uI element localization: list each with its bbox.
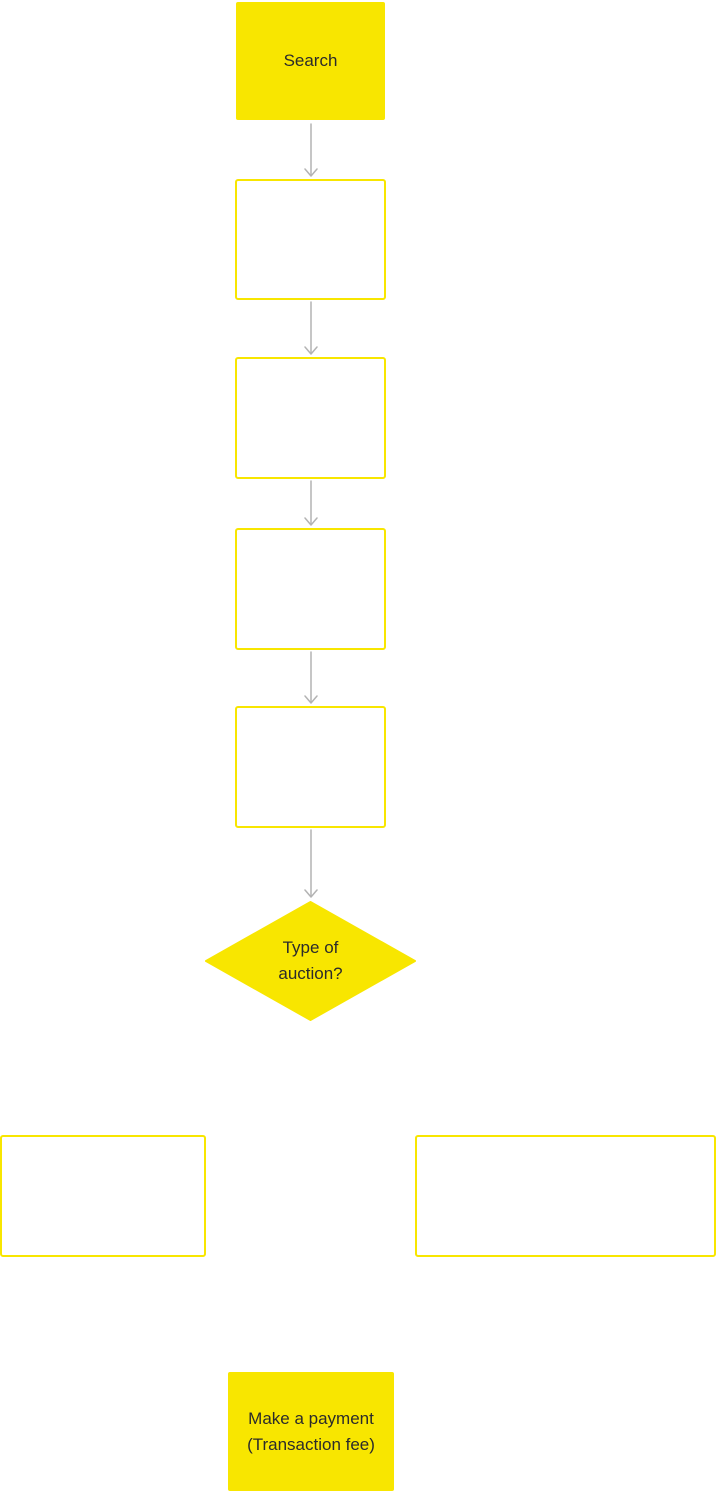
process-step-1[interactable] bbox=[235, 179, 386, 300]
arrow-step-2-to-step-3 bbox=[304, 480, 318, 526]
arrow-step-3-to-step-4 bbox=[304, 651, 318, 704]
process-step-2[interactable] bbox=[235, 357, 386, 479]
arrow-step-1-to-step-2 bbox=[304, 301, 318, 355]
start-node-search[interactable]: Search bbox=[236, 2, 385, 120]
process-step-4[interactable] bbox=[235, 706, 386, 828]
decision-label: Type of auction? bbox=[278, 938, 343, 983]
start-node-label: Search bbox=[283, 51, 338, 70]
branch-right-box[interactable] bbox=[415, 1135, 716, 1257]
arrow-step-4-to-decision bbox=[304, 829, 318, 898]
end-node-make-payment[interactable]: Make a payment (Transaction fee) bbox=[228, 1372, 394, 1491]
arrow-search-to-step-1 bbox=[304, 123, 318, 177]
decision-type-of-auction[interactable]: Type of auction? bbox=[205, 901, 416, 1021]
branch-left-box[interactable] bbox=[0, 1135, 206, 1257]
process-step-3[interactable] bbox=[235, 528, 386, 650]
decision-diamond-shape bbox=[205, 901, 416, 1021]
end-node-label: Make a payment (Transaction fee) bbox=[247, 1408, 375, 1454]
